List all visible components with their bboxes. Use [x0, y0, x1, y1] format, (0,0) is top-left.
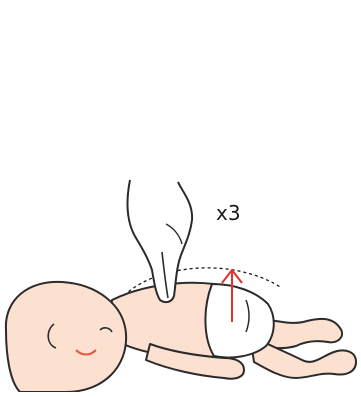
infant-head [6, 282, 126, 392]
repeat-count-label: x3 [216, 203, 241, 223]
diaper [205, 284, 273, 358]
